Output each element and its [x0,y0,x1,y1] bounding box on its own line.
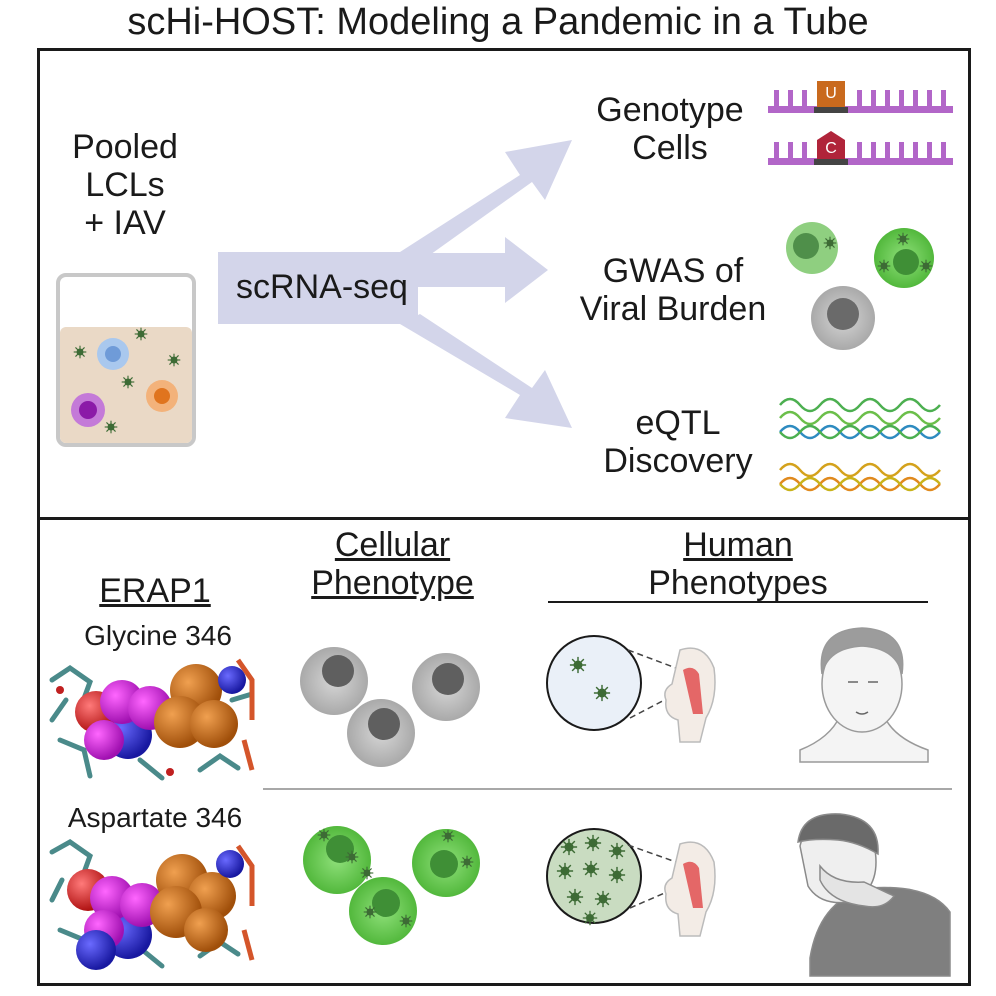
airway-zoom-low [546,635,716,743]
gray-cells [300,647,480,767]
bottom-panel [37,517,971,986]
header-human-phenotypes: Human Phenotypes [648,526,828,602]
allele-c-block [817,131,845,160]
protein-structure-aspartate [48,838,256,978]
sick-person [797,813,951,977]
protein-structure-glycine [48,657,256,783]
eqtl-waves [779,397,941,492]
gwas-cells [786,222,934,350]
dna-bars [768,90,953,165]
airway-zoom-high [546,828,716,937]
output-gwas: GWAS of Viral Burden [579,252,767,328]
allele-u-block [817,81,845,107]
allele-c-label: C [825,140,837,157]
allele-u-label: U [825,85,837,102]
header-erap1: ERAP1 [99,572,211,610]
header-cellular-phenotype: Cellular Phenotype [311,526,474,602]
page-title: scHi-HOST: Modeling a Pandemic in a Tube [127,1,869,43]
healthy-person [799,627,929,763]
input-label-line2: LCLs [85,166,165,204]
variant-glycine-label: Glycine 346 [84,620,232,651]
input-label-line3: + IAV [84,204,166,242]
method-label: scRNA-seq [236,268,408,306]
green-cells [303,826,480,945]
output-eqtl: eQTL Discovery [603,404,753,480]
beaker [56,273,196,447]
input-label: Pooled LCLs + IAV [50,128,200,242]
branching-arrow [218,140,572,428]
input-label-line1: Pooled [72,128,178,166]
variant-aspartate-label: Aspartate 346 [67,802,243,833]
output-genotype: Genotype Cells [596,91,744,167]
